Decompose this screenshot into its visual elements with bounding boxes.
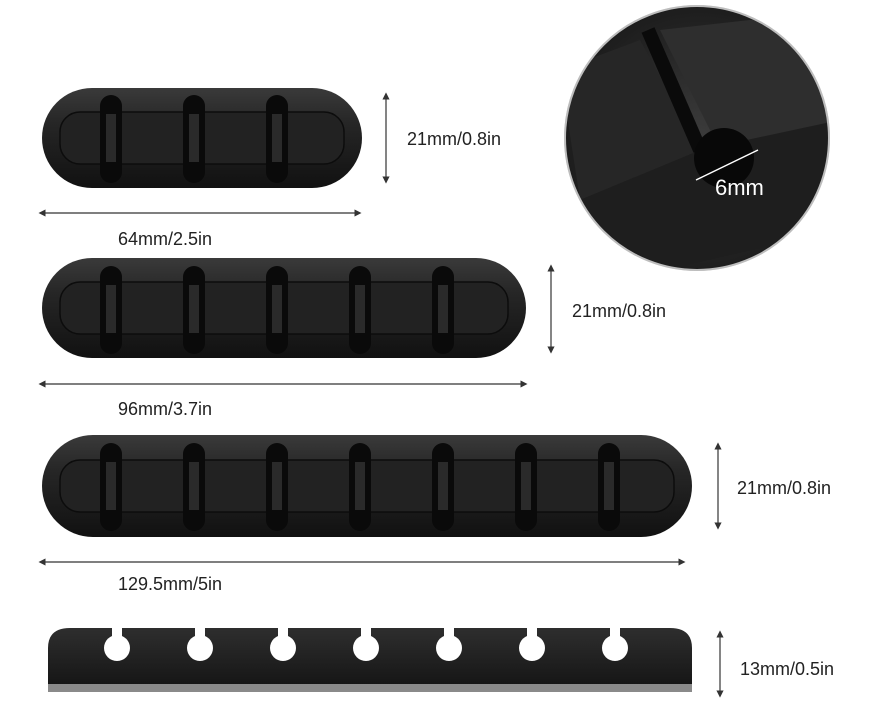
organizer-3-slot [42, 88, 362, 188]
slot-gap-label: 6mm [715, 175, 764, 200]
organizer-5-slot [42, 258, 526, 358]
organizer-7-slot [42, 435, 692, 537]
organizer-side-view [48, 624, 692, 692]
slot-detail-zoom [564, 5, 830, 271]
side-view-height-label: 13mm/0.5in [740, 659, 835, 679]
organizer-7-width-label: 129.5mm/5in [118, 574, 223, 594]
organizer-3-height-label: 21mm/0.8in [407, 129, 502, 149]
organizer-3-width-label: 64mm/2.5in [118, 229, 213, 249]
organizer-5-width-label: 96mm/3.7in [118, 399, 213, 419]
organizer-5-height-label: 21mm/0.8in [572, 301, 667, 321]
organizer-7-height-label: 21mm/0.8in [737, 478, 832, 498]
